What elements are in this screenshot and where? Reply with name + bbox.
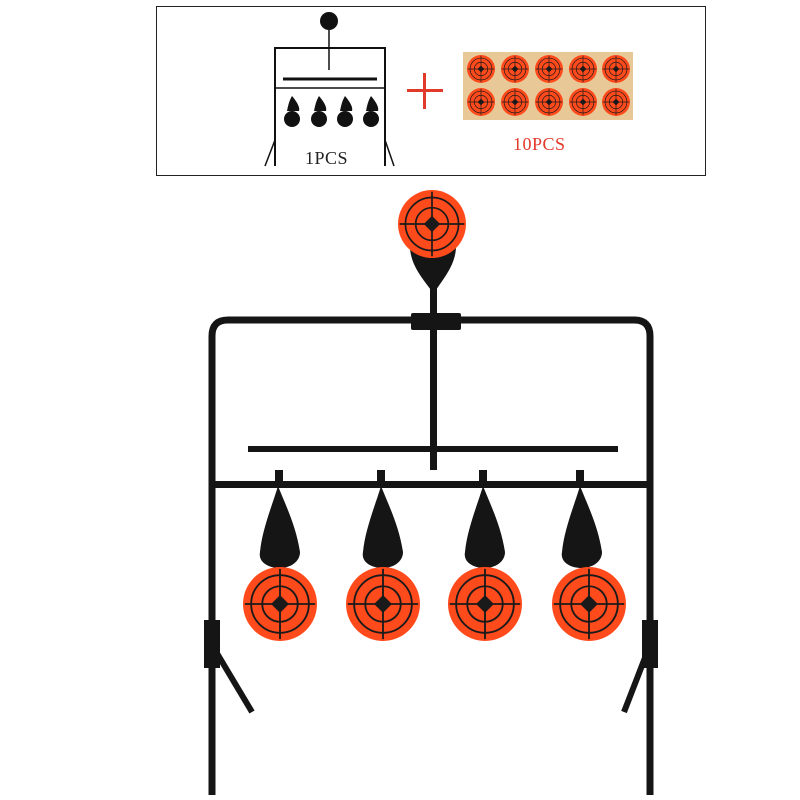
spinner-set-thumbnail (264, 12, 395, 167)
set-quantity-label: 1PCS (305, 148, 349, 168)
spinner-target-stand (204, 190, 658, 795)
plus-icon (407, 73, 443, 109)
sticker-quantity-label: 10PCS (513, 134, 566, 154)
sticker-sheet (463, 52, 633, 120)
